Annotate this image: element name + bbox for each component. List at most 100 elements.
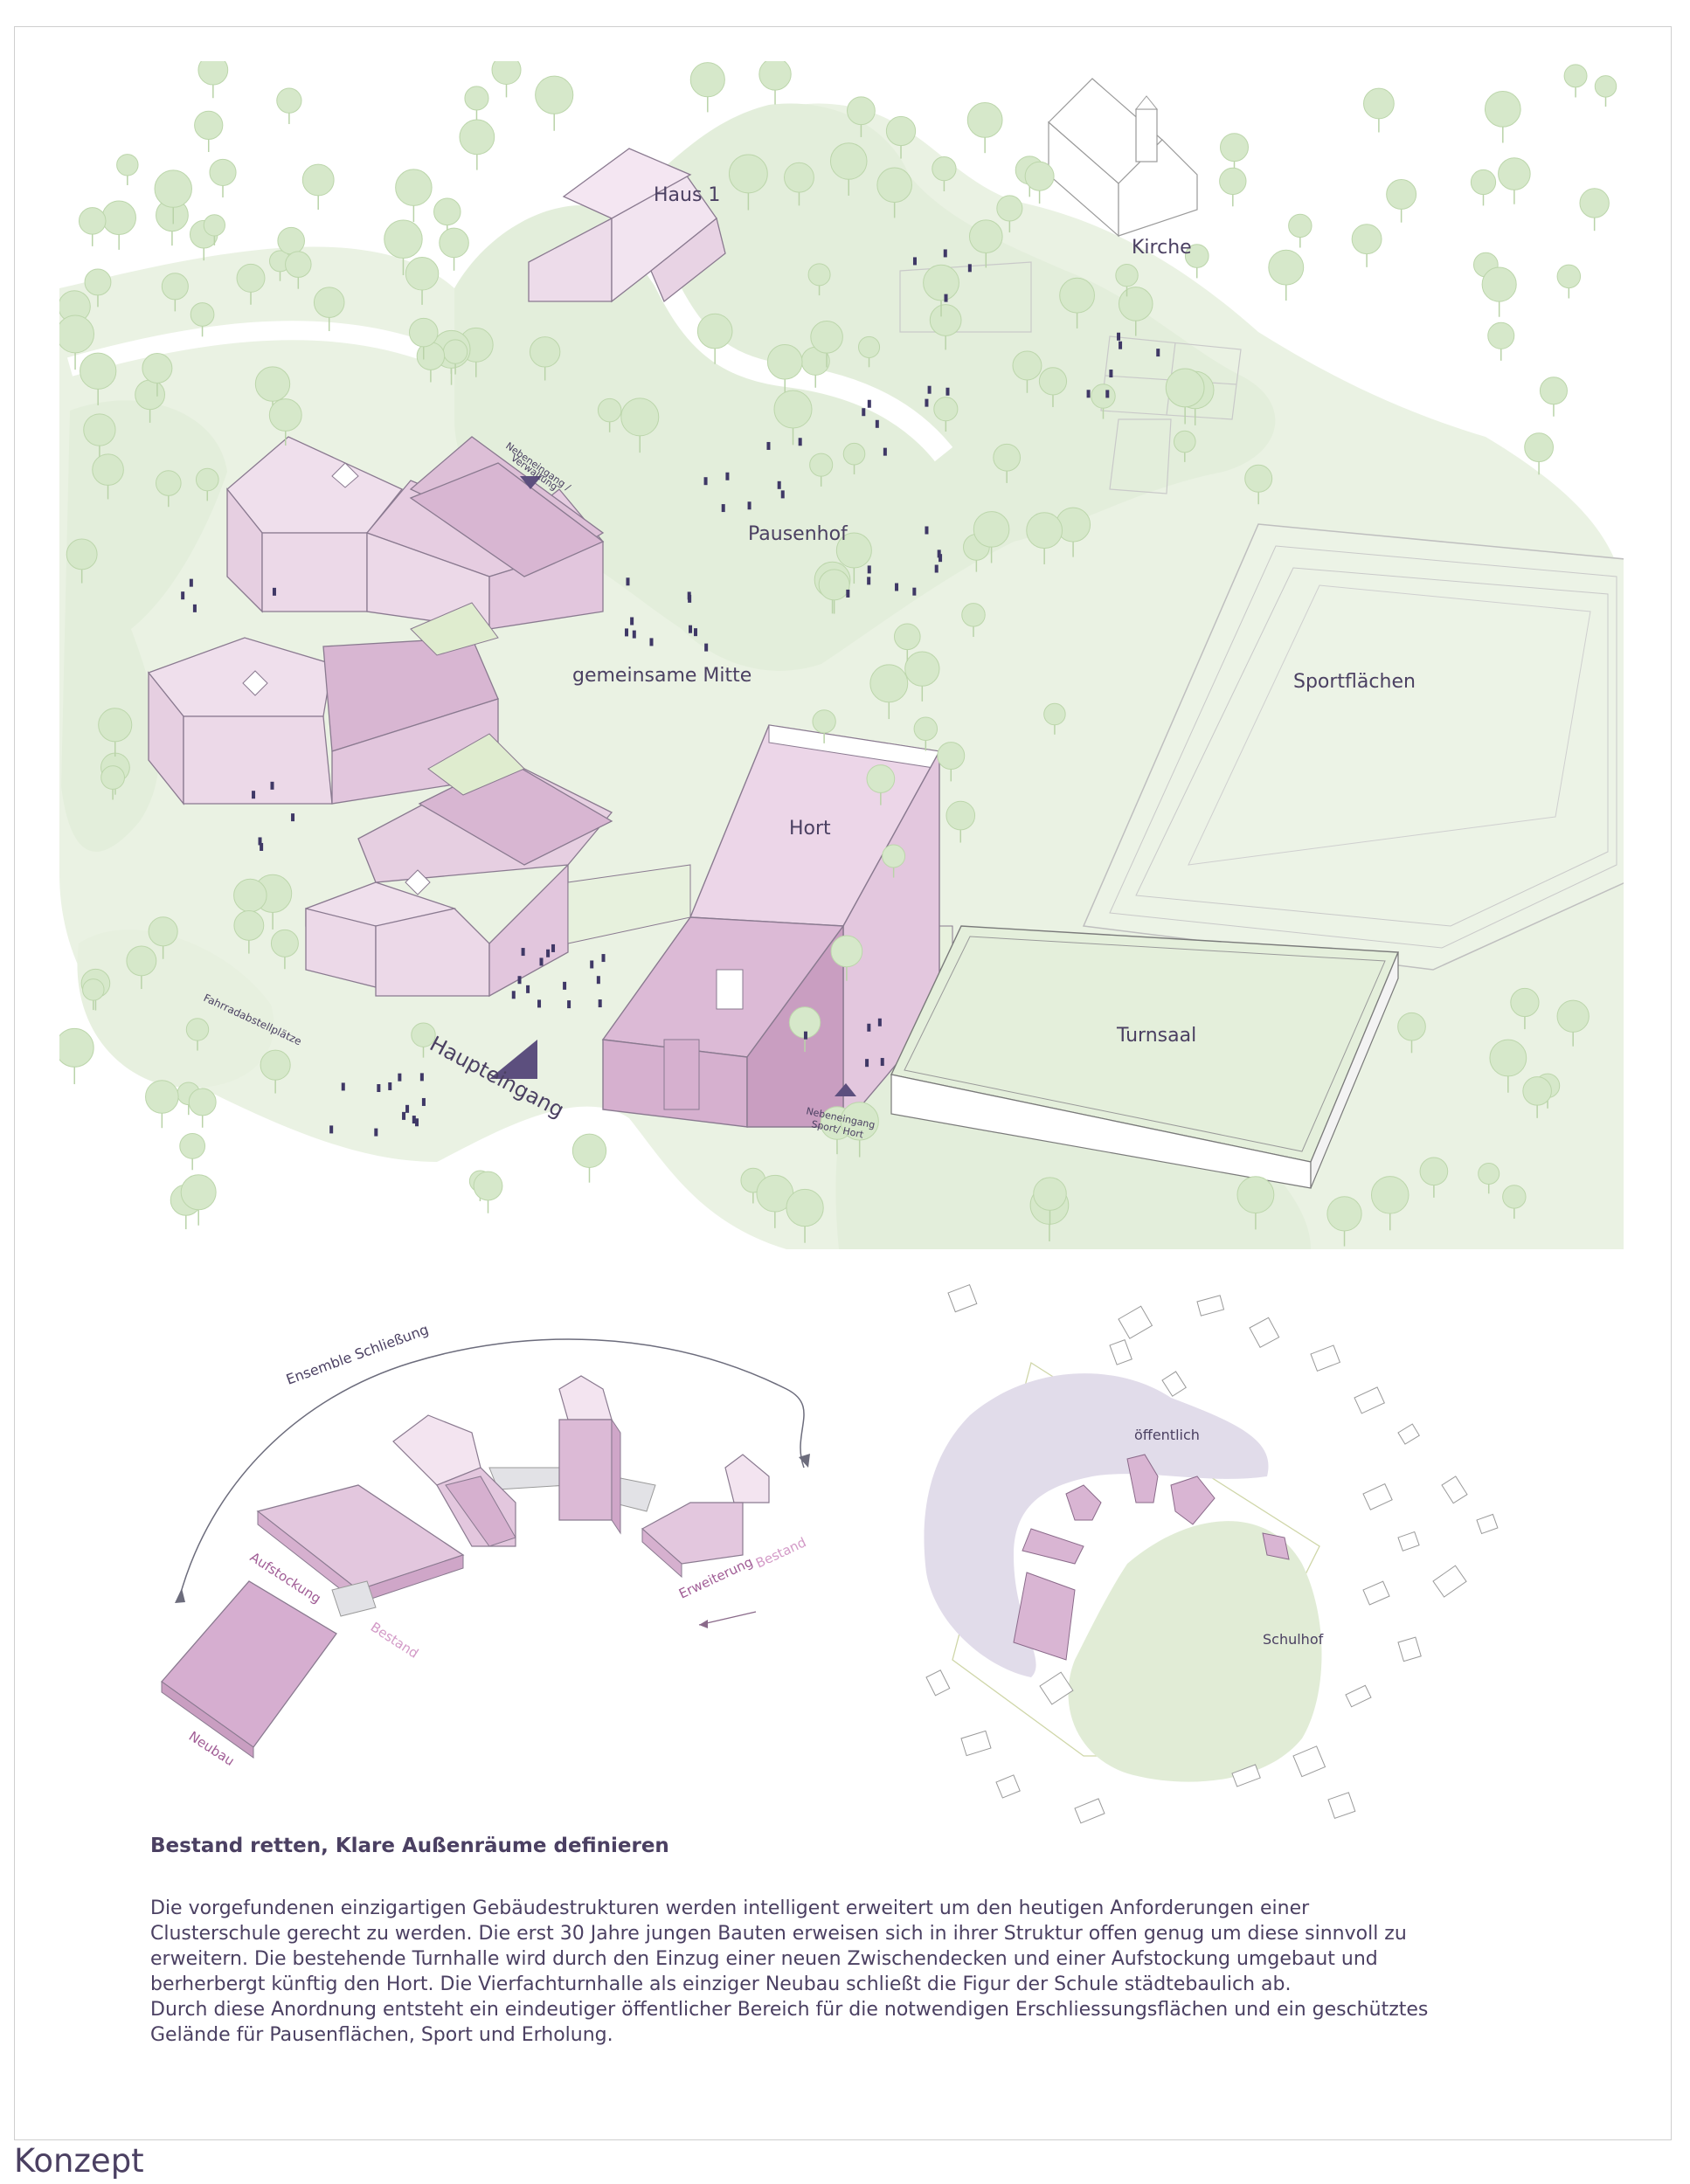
tree-crown — [142, 353, 173, 384]
tree-crown — [904, 651, 940, 687]
person-figure — [419, 1073, 424, 1082]
label-haus-1: Haus 1 — [654, 184, 720, 206]
tree-crown — [277, 226, 305, 255]
tree-crown — [59, 314, 95, 354]
person-figure — [798, 438, 802, 446]
tree-crown — [689, 62, 725, 98]
person-figure — [867, 1023, 871, 1032]
person-figure — [880, 1058, 884, 1067]
arc-arrow-right — [799, 1454, 810, 1468]
tree-crown — [409, 317, 439, 348]
tree-crown — [98, 708, 133, 743]
tree-crown — [968, 219, 1003, 253]
block-cluster-2 — [392, 1414, 481, 1486]
house-outline — [1249, 1317, 1280, 1349]
person-figure — [551, 943, 556, 952]
label-ensemble-schliessung: Ensemble Schließung — [284, 1321, 431, 1388]
tree-crown — [78, 207, 107, 235]
person-figure — [721, 504, 725, 513]
green-lower-left — [77, 930, 274, 1089]
tree-crown — [766, 343, 803, 380]
tree-crown — [276, 87, 302, 114]
person-figure — [388, 1082, 392, 1090]
person-figure — [630, 617, 634, 625]
label-kirche: Kirche — [1132, 237, 1192, 259]
person-figure — [867, 565, 871, 574]
person-figure — [598, 999, 602, 1008]
tree-crown — [784, 162, 814, 193]
person-figure — [596, 976, 600, 985]
person-figure — [865, 1059, 869, 1068]
path-white-2 — [66, 321, 423, 377]
person-figure — [777, 480, 781, 489]
house-outline — [1441, 1476, 1468, 1504]
tree-crown — [1038, 367, 1068, 396]
connector-1 — [410, 602, 499, 656]
house-outline — [1432, 1565, 1467, 1598]
person-figure — [341, 1082, 345, 1091]
tree-crown — [148, 916, 178, 947]
person-figure — [521, 948, 525, 957]
site-plan-axonometry: Haus 1 Kirche Pausenhof gemeinsame Mitte… — [59, 61, 1624, 1249]
tree-crown — [535, 75, 574, 114]
site-diagram: öffentlich Schulhof — [924, 1283, 1499, 1824]
tree-crown — [812, 709, 836, 734]
tree-crown — [1043, 702, 1066, 726]
tree-crown — [945, 800, 976, 831]
footer-title: Konzept — [14, 2142, 144, 2180]
label-bestand-left: Bestand — [368, 1619, 421, 1662]
tree-crown — [473, 1171, 503, 1201]
tree-crown — [236, 263, 266, 293]
person-figure — [590, 960, 594, 969]
tree-crown — [1326, 1196, 1362, 1232]
label-pausenhof: Pausenhof — [748, 523, 848, 545]
paragraph-line: Durch diese Anordnung entsteht ein einde… — [150, 1999, 1429, 2021]
entrance-triangle-sport — [835, 1083, 856, 1096]
people-figures — [181, 249, 1160, 1137]
tree-crown — [876, 167, 912, 204]
tree-crown — [1024, 161, 1055, 191]
tree-crown — [786, 1188, 824, 1227]
person-figure — [632, 630, 636, 639]
tree-crown — [1419, 1157, 1449, 1186]
tree-crown — [1236, 1176, 1275, 1214]
tree-crown — [209, 158, 237, 186]
person-figure — [402, 1111, 406, 1120]
tree-crown — [260, 1049, 291, 1081]
person-figure — [945, 387, 950, 396]
tree-crown — [858, 335, 881, 358]
person-figure — [517, 976, 522, 985]
tree-crown — [194, 110, 224, 140]
site-diagram-buildings — [1013, 1454, 1290, 1661]
tree-crown — [894, 623, 921, 651]
trees — [59, 61, 1617, 1247]
house-outline — [1039, 1671, 1074, 1705]
tree-crown — [1219, 167, 1247, 196]
tree-crown — [1484, 91, 1521, 128]
paragraph-line: erweitern. Die bestehende Turnhalle wird… — [150, 1948, 1378, 1970]
person-figure — [539, 957, 544, 966]
person-figure — [625, 628, 629, 637]
house-outline — [995, 1774, 1021, 1799]
tree-crown — [285, 251, 312, 278]
person-figure — [925, 398, 929, 407]
person-figure — [398, 1073, 402, 1082]
tree-crown — [180, 1174, 217, 1211]
tree-crown — [597, 397, 622, 423]
tree-crown — [1498, 157, 1531, 190]
person-figure — [967, 264, 972, 273]
tree-crown — [929, 304, 962, 336]
tree-crown — [464, 86, 489, 111]
tree-crown — [442, 339, 468, 364]
house-outline — [960, 1730, 992, 1757]
person-figure — [939, 554, 943, 563]
paragraph-line: Gelände für Pausenflächen, Sport und Erh… — [150, 2024, 613, 2046]
building-turnsaal — [890, 925, 1400, 1189]
tree-crown — [847, 96, 876, 126]
tree-crown — [1370, 1176, 1409, 1214]
tree-crown — [66, 538, 98, 570]
tree-crown — [1351, 224, 1382, 255]
person-figure — [725, 472, 730, 480]
house-outline — [1476, 1513, 1499, 1535]
tree-crown — [59, 1027, 94, 1068]
